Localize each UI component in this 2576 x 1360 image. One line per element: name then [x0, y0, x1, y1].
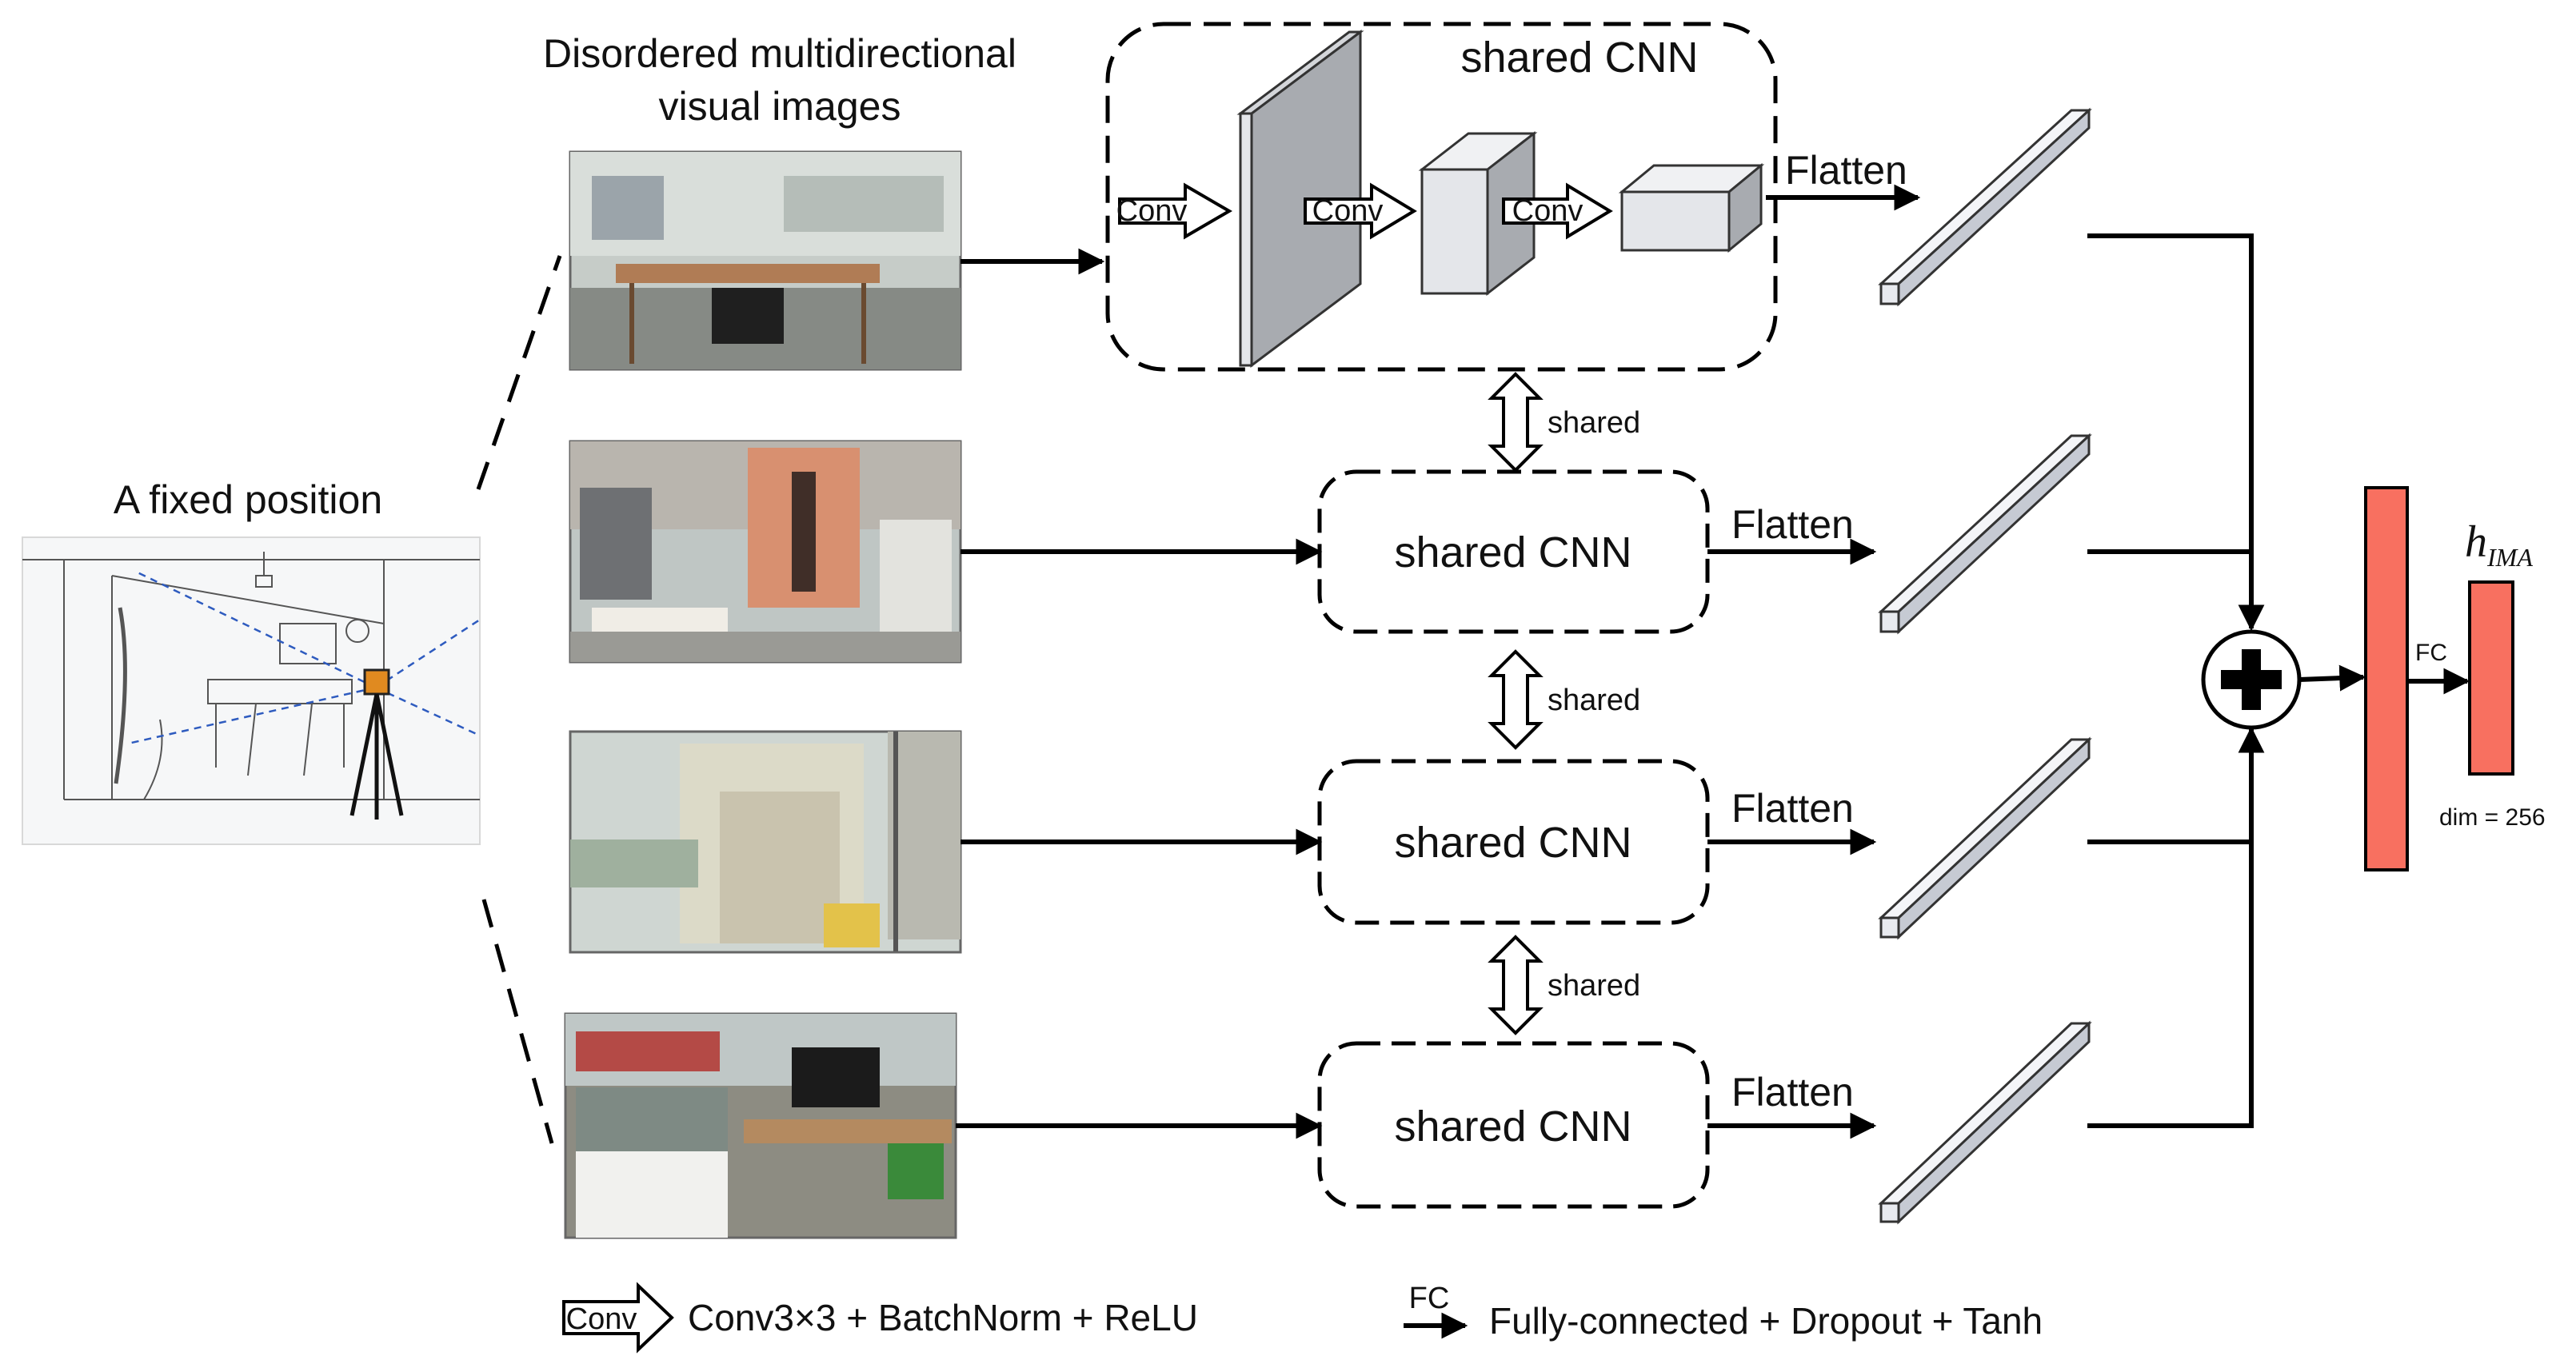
title-line-1: Disordered multidirectional [543, 31, 1016, 76]
scene-link-top [476, 255, 562, 490]
legend-fc: FC Fully-connected + Dropout + Tanh [1404, 1282, 2043, 1342]
bidirectional-arrow-icon-1: shared [1488, 372, 1640, 473]
bidirectional-arrow-icon-2: shared [1488, 649, 1640, 750]
plus-circle-icon [2201, 629, 2302, 730]
fc-label: FC [2415, 640, 2447, 666]
shared-label-2: shared [1548, 684, 1640, 717]
conv-arrow-3: Conv [1502, 182, 1613, 240]
scene-link-bottom [481, 899, 554, 1144]
concat-feature-block [2364, 486, 2409, 871]
camera-tripod [349, 668, 404, 820]
legend-conv: Conv Conv3×3 + BatchNorm + ReLU [562, 1282, 1198, 1354]
top-flatten-label: Flatten [1785, 148, 1907, 193]
conv-label-1: Conv [1116, 194, 1188, 228]
shared-cnn-box-2 [1317, 469, 1710, 634]
photo-view-2 [569, 440, 962, 664]
shared-cnn-label-3: shared CNN [1394, 819, 1631, 867]
h-ima-symbol: hIMA [2465, 517, 2533, 572]
conv-arrow-2: Conv [1304, 182, 1417, 240]
shared-cnn-box-3 [1317, 759, 1710, 925]
shared-cnn-box-4 [1317, 1041, 1710, 1209]
title-line-2: visual images [659, 84, 901, 129]
photo-view-1 [569, 150, 962, 371]
flatten-bar-4 [1878, 1020, 2092, 1225]
legend-conv-text: Conv3×3 + BatchNorm + ReLU [688, 1297, 1198, 1338]
top-cnn-title: shared CNN [1460, 34, 1698, 82]
photo-view-4 [564, 1012, 957, 1239]
dim-label: dim = 256 [2439, 804, 2546, 831]
conv-label-3: Conv [1512, 194, 1584, 228]
shared-label-3: shared [1548, 969, 1640, 1003]
flatten-label-4: Flatten [1731, 1070, 1854, 1115]
scene-label: A fixed position [114, 477, 382, 522]
flatten-bar-1 [1878, 107, 2092, 307]
arrow-plus-to-fc [2298, 664, 2366, 692]
legend-fc-text: Fully-connected + Dropout + Tanh [1489, 1300, 2043, 1342]
conv-label-2: Conv [1312, 194, 1384, 228]
feature-map-3 [1618, 162, 1765, 253]
shared-label-1: shared [1548, 406, 1640, 440]
shared-cnn-label-2: shared CNN [1394, 528, 1631, 576]
aggregation-lines [2087, 233, 2254, 1128]
photo-view-3 [569, 730, 962, 954]
scene-sketch [22, 536, 481, 845]
h-ima-subscript: IMA [2486, 543, 2533, 572]
legend-conv-box-label: Conv [566, 1302, 637, 1336]
flatten-label-2: Flatten [1731, 502, 1854, 547]
flatten-label-3: Flatten [1731, 786, 1854, 831]
conv-arrow-1: Conv [1116, 182, 1232, 240]
output-feature-block [2468, 580, 2514, 776]
flatten-bar-3 [1878, 736, 2092, 940]
h-ima-main: h [2465, 517, 2487, 567]
bidirectional-arrow-icon-3: shared [1488, 935, 1640, 1035]
flatten-bar-2 [1878, 433, 2092, 635]
legend-fc-label: FC [1409, 1282, 1450, 1315]
shared-cnn-label-4: shared CNN [1394, 1103, 1631, 1151]
